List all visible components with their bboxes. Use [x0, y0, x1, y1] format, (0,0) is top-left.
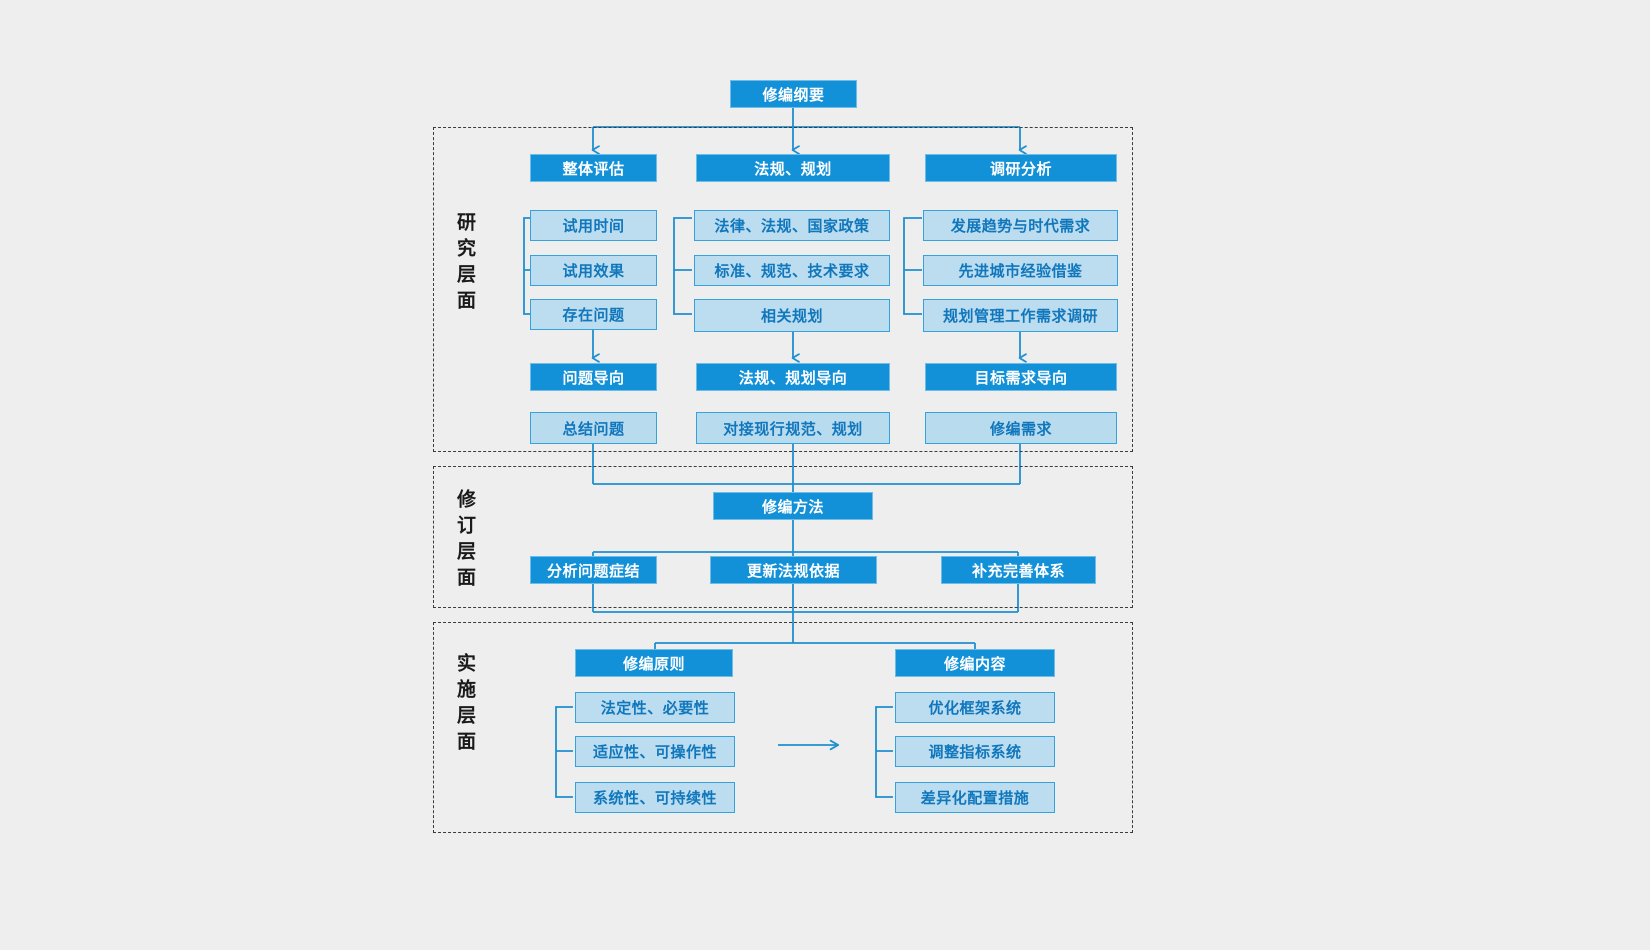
node-revision-demand[interactable]: 修编需求 [925, 412, 1117, 444]
node-laws-regulations-policy[interactable]: 法律、法规、国家政策 [694, 210, 890, 241]
node-revision-principles-header[interactable]: 修编原则 [575, 649, 733, 677]
node-principle-legality-necessity[interactable]: 法定性、必要性 [575, 692, 735, 723]
node-existing-problems[interactable]: 存在问题 [530, 299, 657, 330]
node-revision-method-header[interactable]: 修编方法 [713, 492, 873, 520]
node-align-current-specs-plans[interactable]: 对接现行规范、规划 [696, 412, 890, 444]
node-planning-management-survey[interactable]: 规划管理工作需求调研 [923, 299, 1118, 332]
node-advanced-city-experience[interactable]: 先进城市经验借鉴 [923, 255, 1118, 286]
node-goal-demand-orientation[interactable]: 目标需求导向 [925, 363, 1117, 391]
layer-frame-research [433, 127, 1133, 452]
layer-frame-implementation [433, 622, 1133, 833]
node-standards-specs-tech[interactable]: 标准、规范、技术要求 [694, 255, 890, 286]
node-update-legal-basis[interactable]: 更新法规依据 [710, 556, 877, 584]
node-content-adjust-indicators[interactable]: 调整指标系统 [895, 736, 1055, 767]
layer-label-research: 研究层面 [454, 212, 476, 316]
node-related-plans[interactable]: 相关规划 [694, 299, 890, 332]
node-overall-assessment-header[interactable]: 整体评估 [530, 154, 657, 182]
node-principle-adaptability-operability[interactable]: 适应性、可操作性 [575, 736, 735, 767]
node-title-outline[interactable]: 修编纲要 [730, 80, 857, 108]
node-trial-period[interactable]: 试用时间 [530, 210, 657, 241]
node-summarize-problems[interactable]: 总结问题 [530, 412, 657, 444]
node-research-analysis-header[interactable]: 调研分析 [925, 154, 1117, 182]
node-analyze-problem-root[interactable]: 分析问题症结 [530, 556, 657, 584]
layer-frame-revision [433, 466, 1133, 608]
node-revision-contents-header[interactable]: 修编内容 [895, 649, 1055, 677]
layer-label-implementation: 实施层面 [454, 653, 476, 757]
node-trial-effect[interactable]: 试用效果 [530, 255, 657, 286]
node-principle-systematic-sustainable[interactable]: 系统性、可持续性 [575, 782, 735, 813]
node-content-differentiated-measures[interactable]: 差异化配置措施 [895, 782, 1055, 813]
layer-label-revision: 修订层面 [454, 489, 476, 593]
node-regulation-planning-header[interactable]: 法规、规划 [696, 154, 890, 182]
node-supplement-system[interactable]: 补充完善体系 [941, 556, 1096, 584]
node-regulation-plan-orientation[interactable]: 法规、规划导向 [696, 363, 890, 391]
node-trends-era-demand[interactable]: 发展趋势与时代需求 [923, 210, 1118, 241]
node-content-optimize-framework[interactable]: 优化框架系统 [895, 692, 1055, 723]
node-problem-orientation[interactable]: 问题导向 [530, 363, 657, 391]
